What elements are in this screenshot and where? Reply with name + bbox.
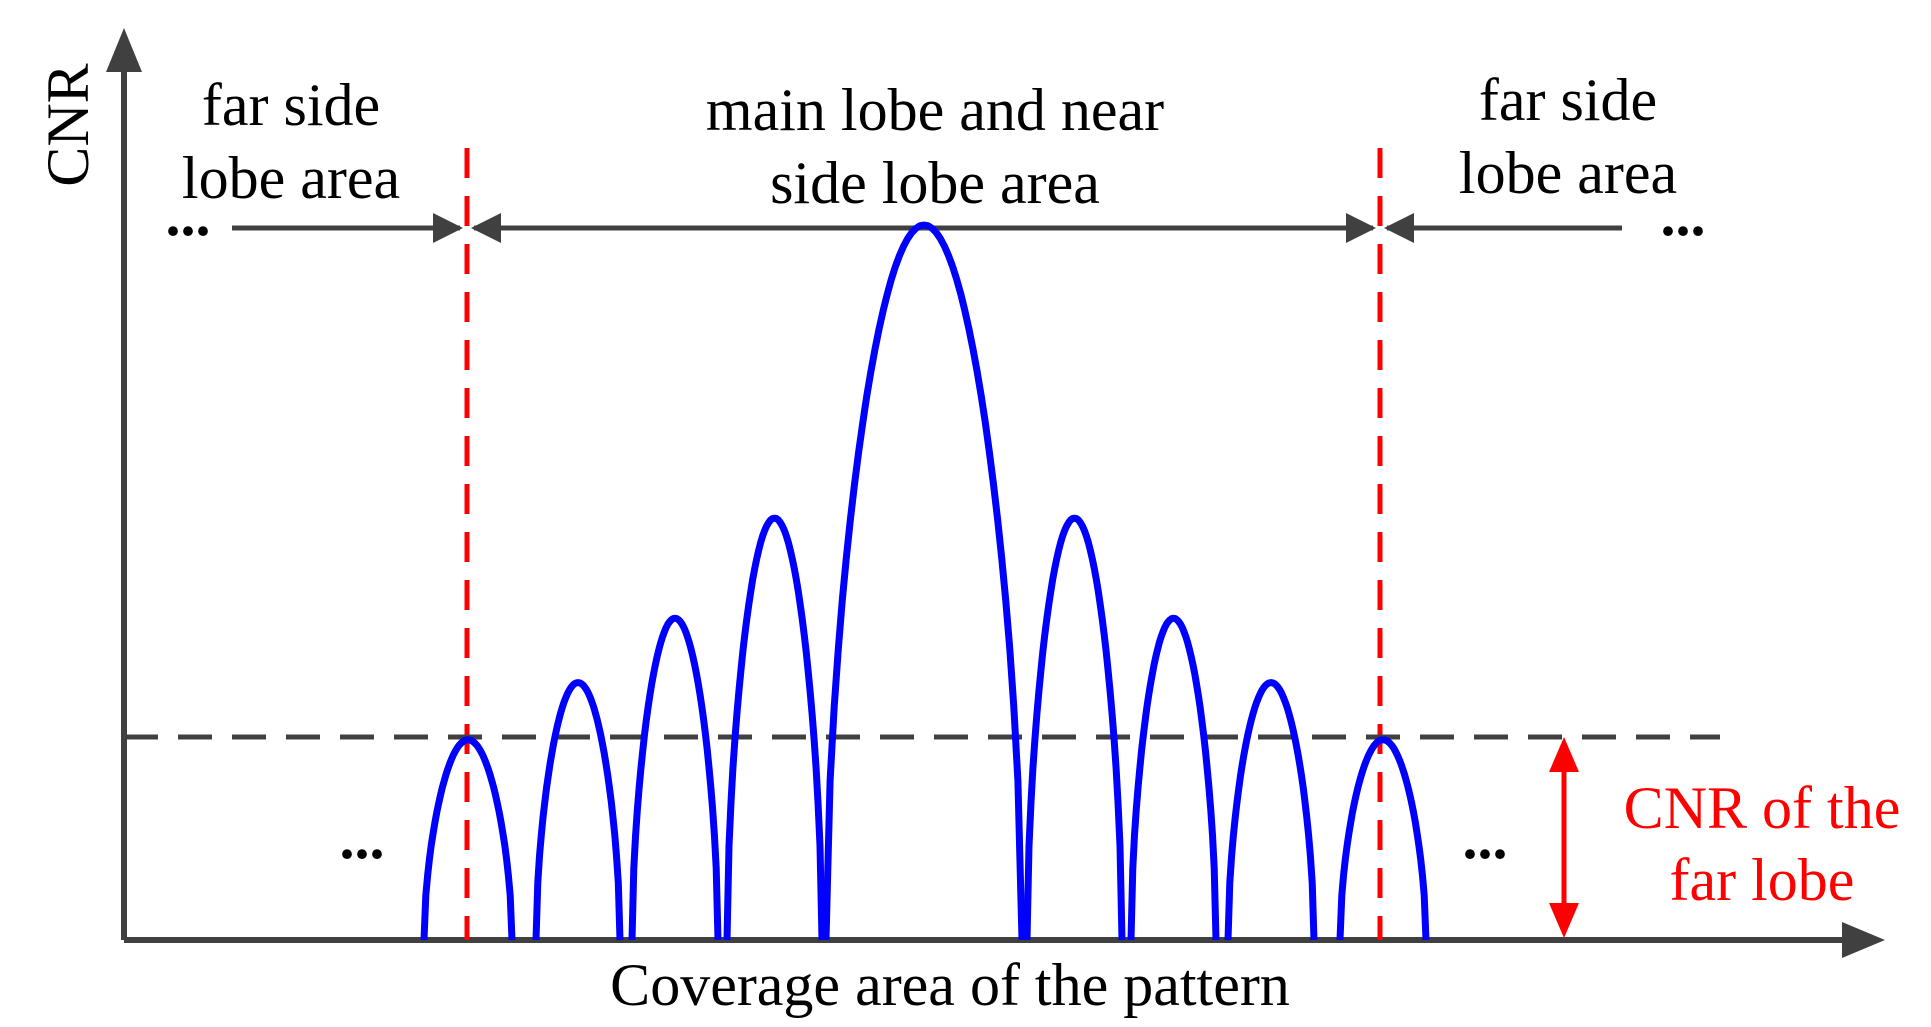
far-lobe-cnr-label-line2: far lobe (1670, 847, 1855, 913)
left-region-label-line2: lobe area (182, 145, 400, 211)
side-lobe-2-right (1023, 514, 1126, 941)
right-ellipsis-bottom: ... (1463, 805, 1508, 871)
side-lobe-3-right (1127, 614, 1220, 941)
y-axis-label: CNR (35, 63, 101, 186)
y-axis-arrowhead (106, 28, 142, 72)
right-region-label-line1: far side (1479, 67, 1657, 133)
far-lobe-cnr-arrowhead-bottom (1549, 903, 1579, 938)
left-region-label-line1: far side (202, 72, 380, 138)
side-lobe-2-left (723, 514, 826, 941)
left-ellipsis-top: ... (166, 182, 211, 248)
far-lobe-cnr-arrowhead-top (1549, 737, 1579, 772)
center-region-label-line1: main lobe and near (706, 77, 1164, 143)
far-lobe-left (420, 736, 516, 941)
center-region-label-line2: side lobe area (770, 150, 1100, 216)
right-ellipsis-top: ... (1661, 182, 1706, 248)
side-lobe-3-left (628, 614, 722, 941)
main-lobe (822, 221, 1026, 941)
far-lobe-cnr-label-line1: CNR of the (1624, 775, 1901, 841)
side-lobe-4-right (1224, 679, 1318, 941)
side-lobe-4-left (532, 679, 624, 941)
radiation-pattern (420, 221, 1430, 941)
x-axis-label: Coverage area of the pattern (610, 952, 1290, 1018)
right-region-label-line2: lobe area (1459, 140, 1677, 206)
far-lobe-right (1336, 736, 1430, 941)
x-axis-arrowhead (1842, 922, 1885, 958)
left-ellipsis-bottom: ... (340, 805, 385, 871)
